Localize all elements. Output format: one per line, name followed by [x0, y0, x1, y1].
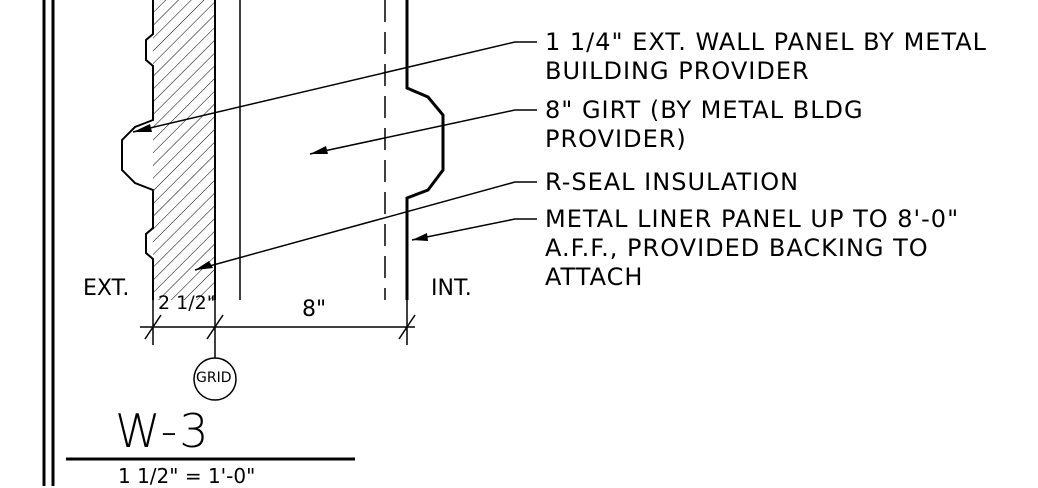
dimension-text-right: 8": [302, 297, 327, 322]
note-line: ATTACH: [545, 263, 644, 291]
note-liner-panel: METAL LINER PANEL UP TO 8'-0" A.F.F., PR…: [545, 205, 959, 292]
exterior-wall-panel: [121, 0, 154, 300]
detail-scale: 1 1/2" = 1'-0": [118, 464, 256, 488]
detail-title: W-3: [115, 404, 211, 458]
note-insulation: R-SEAL INSULATION: [545, 168, 799, 197]
leader-arrowheads: [133, 124, 428, 270]
exterior-label: EXT.: [83, 276, 130, 301]
note-line: A.F.F., PROVIDED BACKING TO: [545, 234, 929, 262]
note-line: PROVIDER): [545, 125, 687, 153]
note-girt: 8" GIRT (BY METAL BLDG PROVIDER): [545, 96, 864, 154]
note-line: BUILDING PROVIDER: [545, 57, 810, 85]
note-exterior-wall-panel: 1 1/4" EXT. WALL PANEL BY METAL BUILDING…: [545, 28, 987, 86]
dimension-line: [140, 300, 416, 345]
note-line: R-SEAL INSULATION: [545, 168, 800, 196]
grid-bubble-label: GRID: [196, 370, 232, 386]
interior-liner-panel: [405, 0, 445, 300]
interior-label: INT.: [431, 276, 472, 301]
note-line: 8" GIRT (BY METAL BLDG: [545, 96, 864, 124]
grid-bubble: [193, 357, 237, 401]
insulation-hatch: [153, 0, 215, 300]
dimension-text-left: 2 1/2": [158, 292, 216, 314]
note-line: METAL LINER PANEL UP TO 8'-0": [545, 205, 960, 233]
note-line: 1 1/4" EXT. WALL PANEL BY METAL: [545, 28, 988, 56]
leader-lines: [132, 41, 537, 271]
